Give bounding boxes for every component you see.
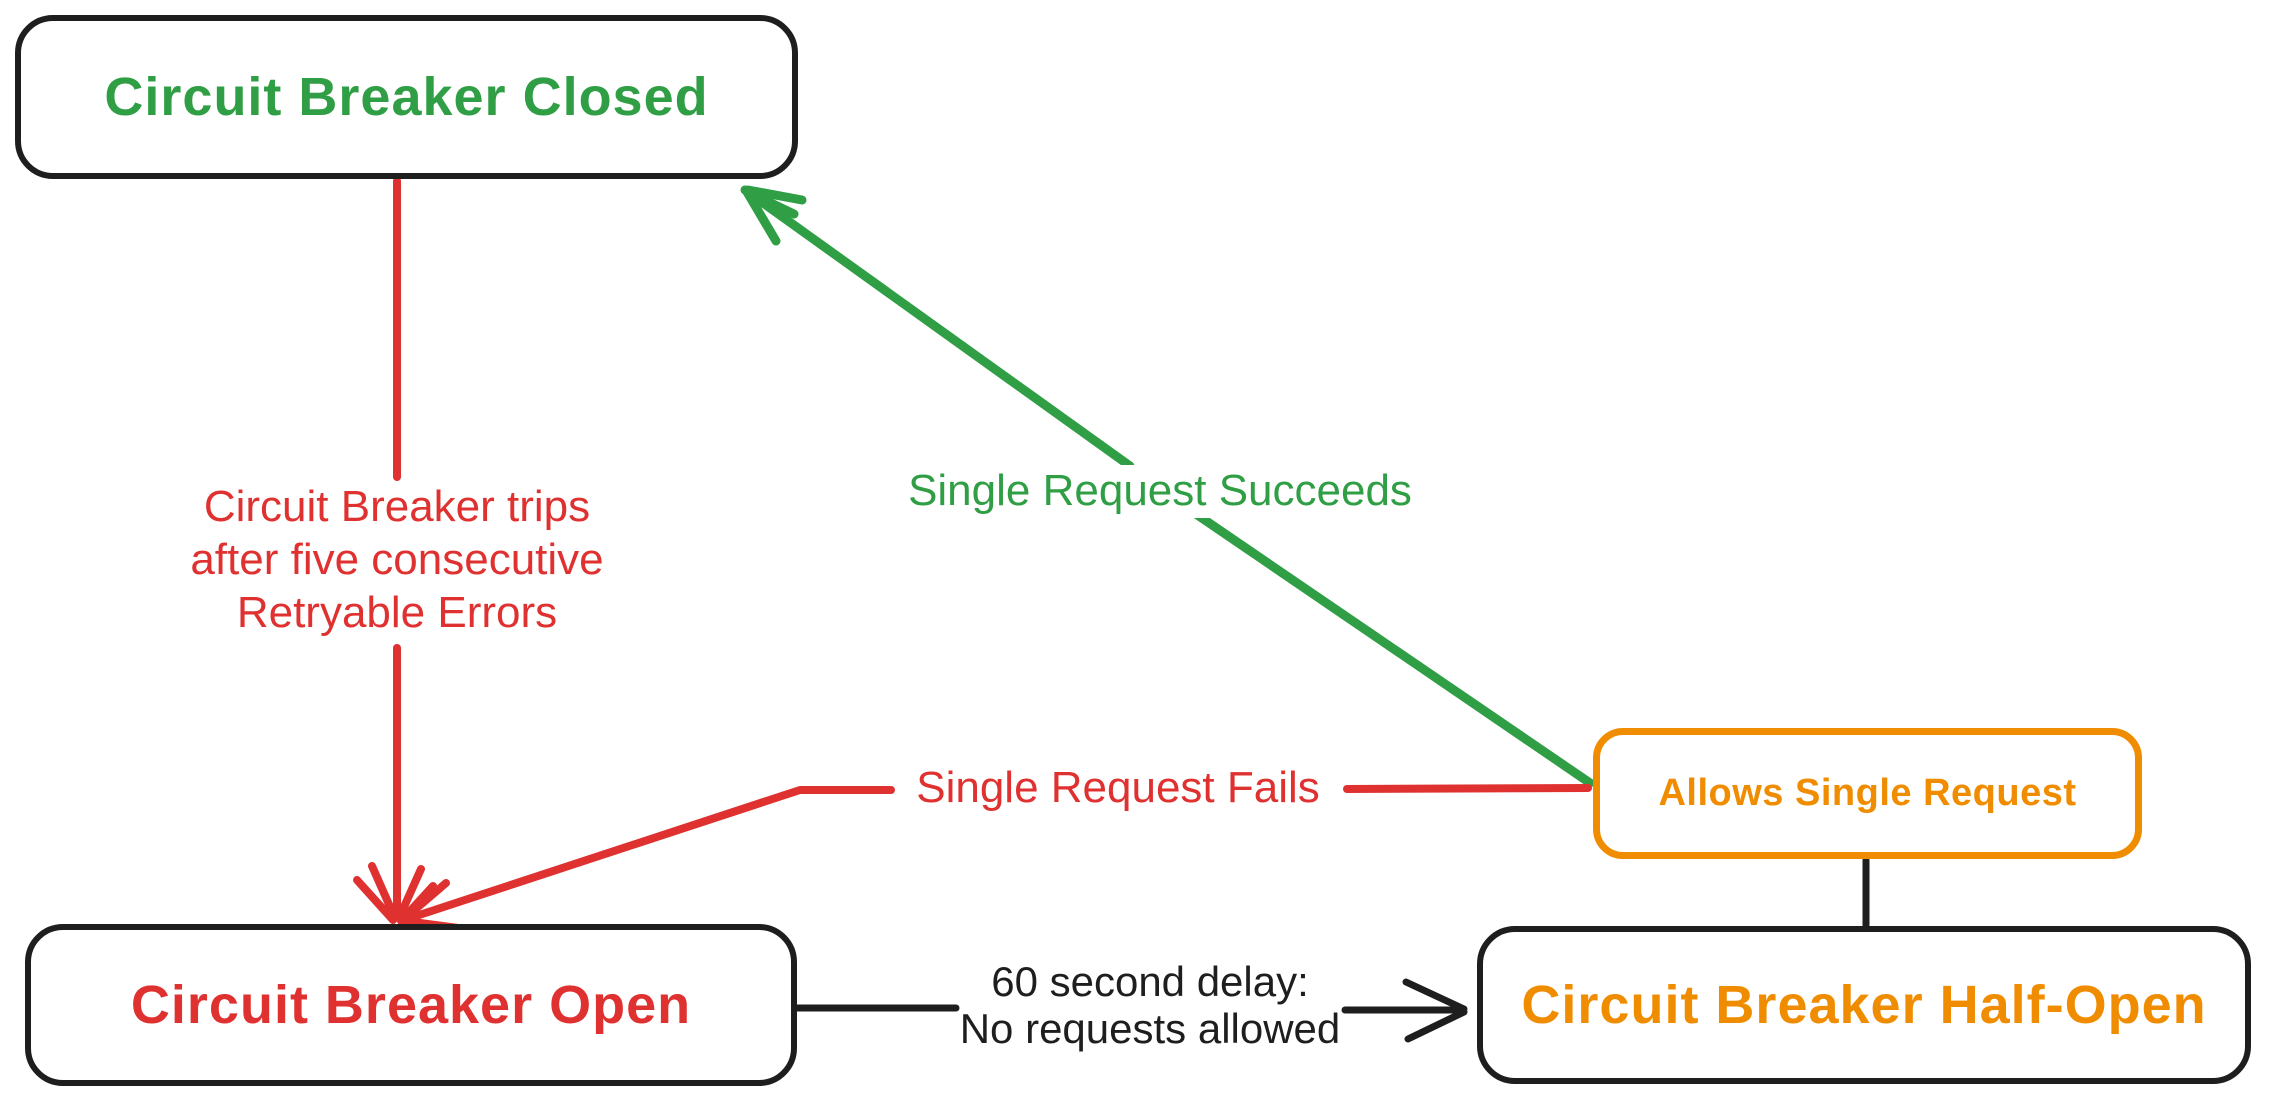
success-arrow-line-lower: [1191, 509, 1595, 788]
delay-edge-label: 60 second delay: No requests allowed: [959, 958, 1341, 1053]
state-node-open: Circuit Breaker Open: [25, 924, 797, 1086]
trip-arrowhead-stroke: [395, 865, 425, 922]
fail-edge-label: Single Request Fails: [916, 762, 1320, 815]
trip-arrowhead-stroke: [368, 862, 399, 922]
state-node-half-open: Circuit Breaker Half-Open: [1477, 926, 2251, 1084]
fail-arrow-line-right: [1343, 784, 1592, 793]
trip-edge-label-line2: after five consecutive: [190, 534, 604, 584]
delay-edge-label-line1: 60 second delay:: [991, 958, 1309, 1005]
trip-edge-label: Circuit Breaker trips after five consecu…: [190, 481, 604, 640]
delay-arrowhead-stroke: [1402, 978, 1468, 1013]
node-allows-single-request-label: Allows Single Request: [1658, 772, 2077, 814]
trip-edge-label-line1: Circuit Breaker trips: [203, 482, 591, 531]
delay-arrowhead-stroke: [1404, 1008, 1468, 1043]
success-arrowhead-stroke: [742, 187, 781, 246]
fail-arrow-line-left: [400, 786, 895, 924]
trip-edge-label-line3: Retryable Errors: [236, 587, 558, 637]
state-node-half-open-label: Circuit Breaker Half-Open: [1521, 975, 2207, 1035]
state-node-closed: Circuit Breaker Closed: [15, 15, 798, 179]
success-arrowhead-stroke: [743, 187, 799, 219]
success-arrow-line-upper: [740, 185, 1135, 471]
state-node-open-label: Circuit Breaker Open: [130, 975, 692, 1035]
delay-edge-label-line2: No requests allowed: [959, 1005, 1341, 1053]
trip-arrowhead-stroke: [353, 876, 397, 924]
node-allows-single-request: Allows Single Request: [1593, 728, 2142, 859]
state-node-closed-label: Circuit Breaker Closed: [104, 67, 709, 127]
success-edge-label: Single Request Succeeds: [908, 465, 1412, 518]
fail-arrowhead-stroke: [400, 879, 450, 923]
